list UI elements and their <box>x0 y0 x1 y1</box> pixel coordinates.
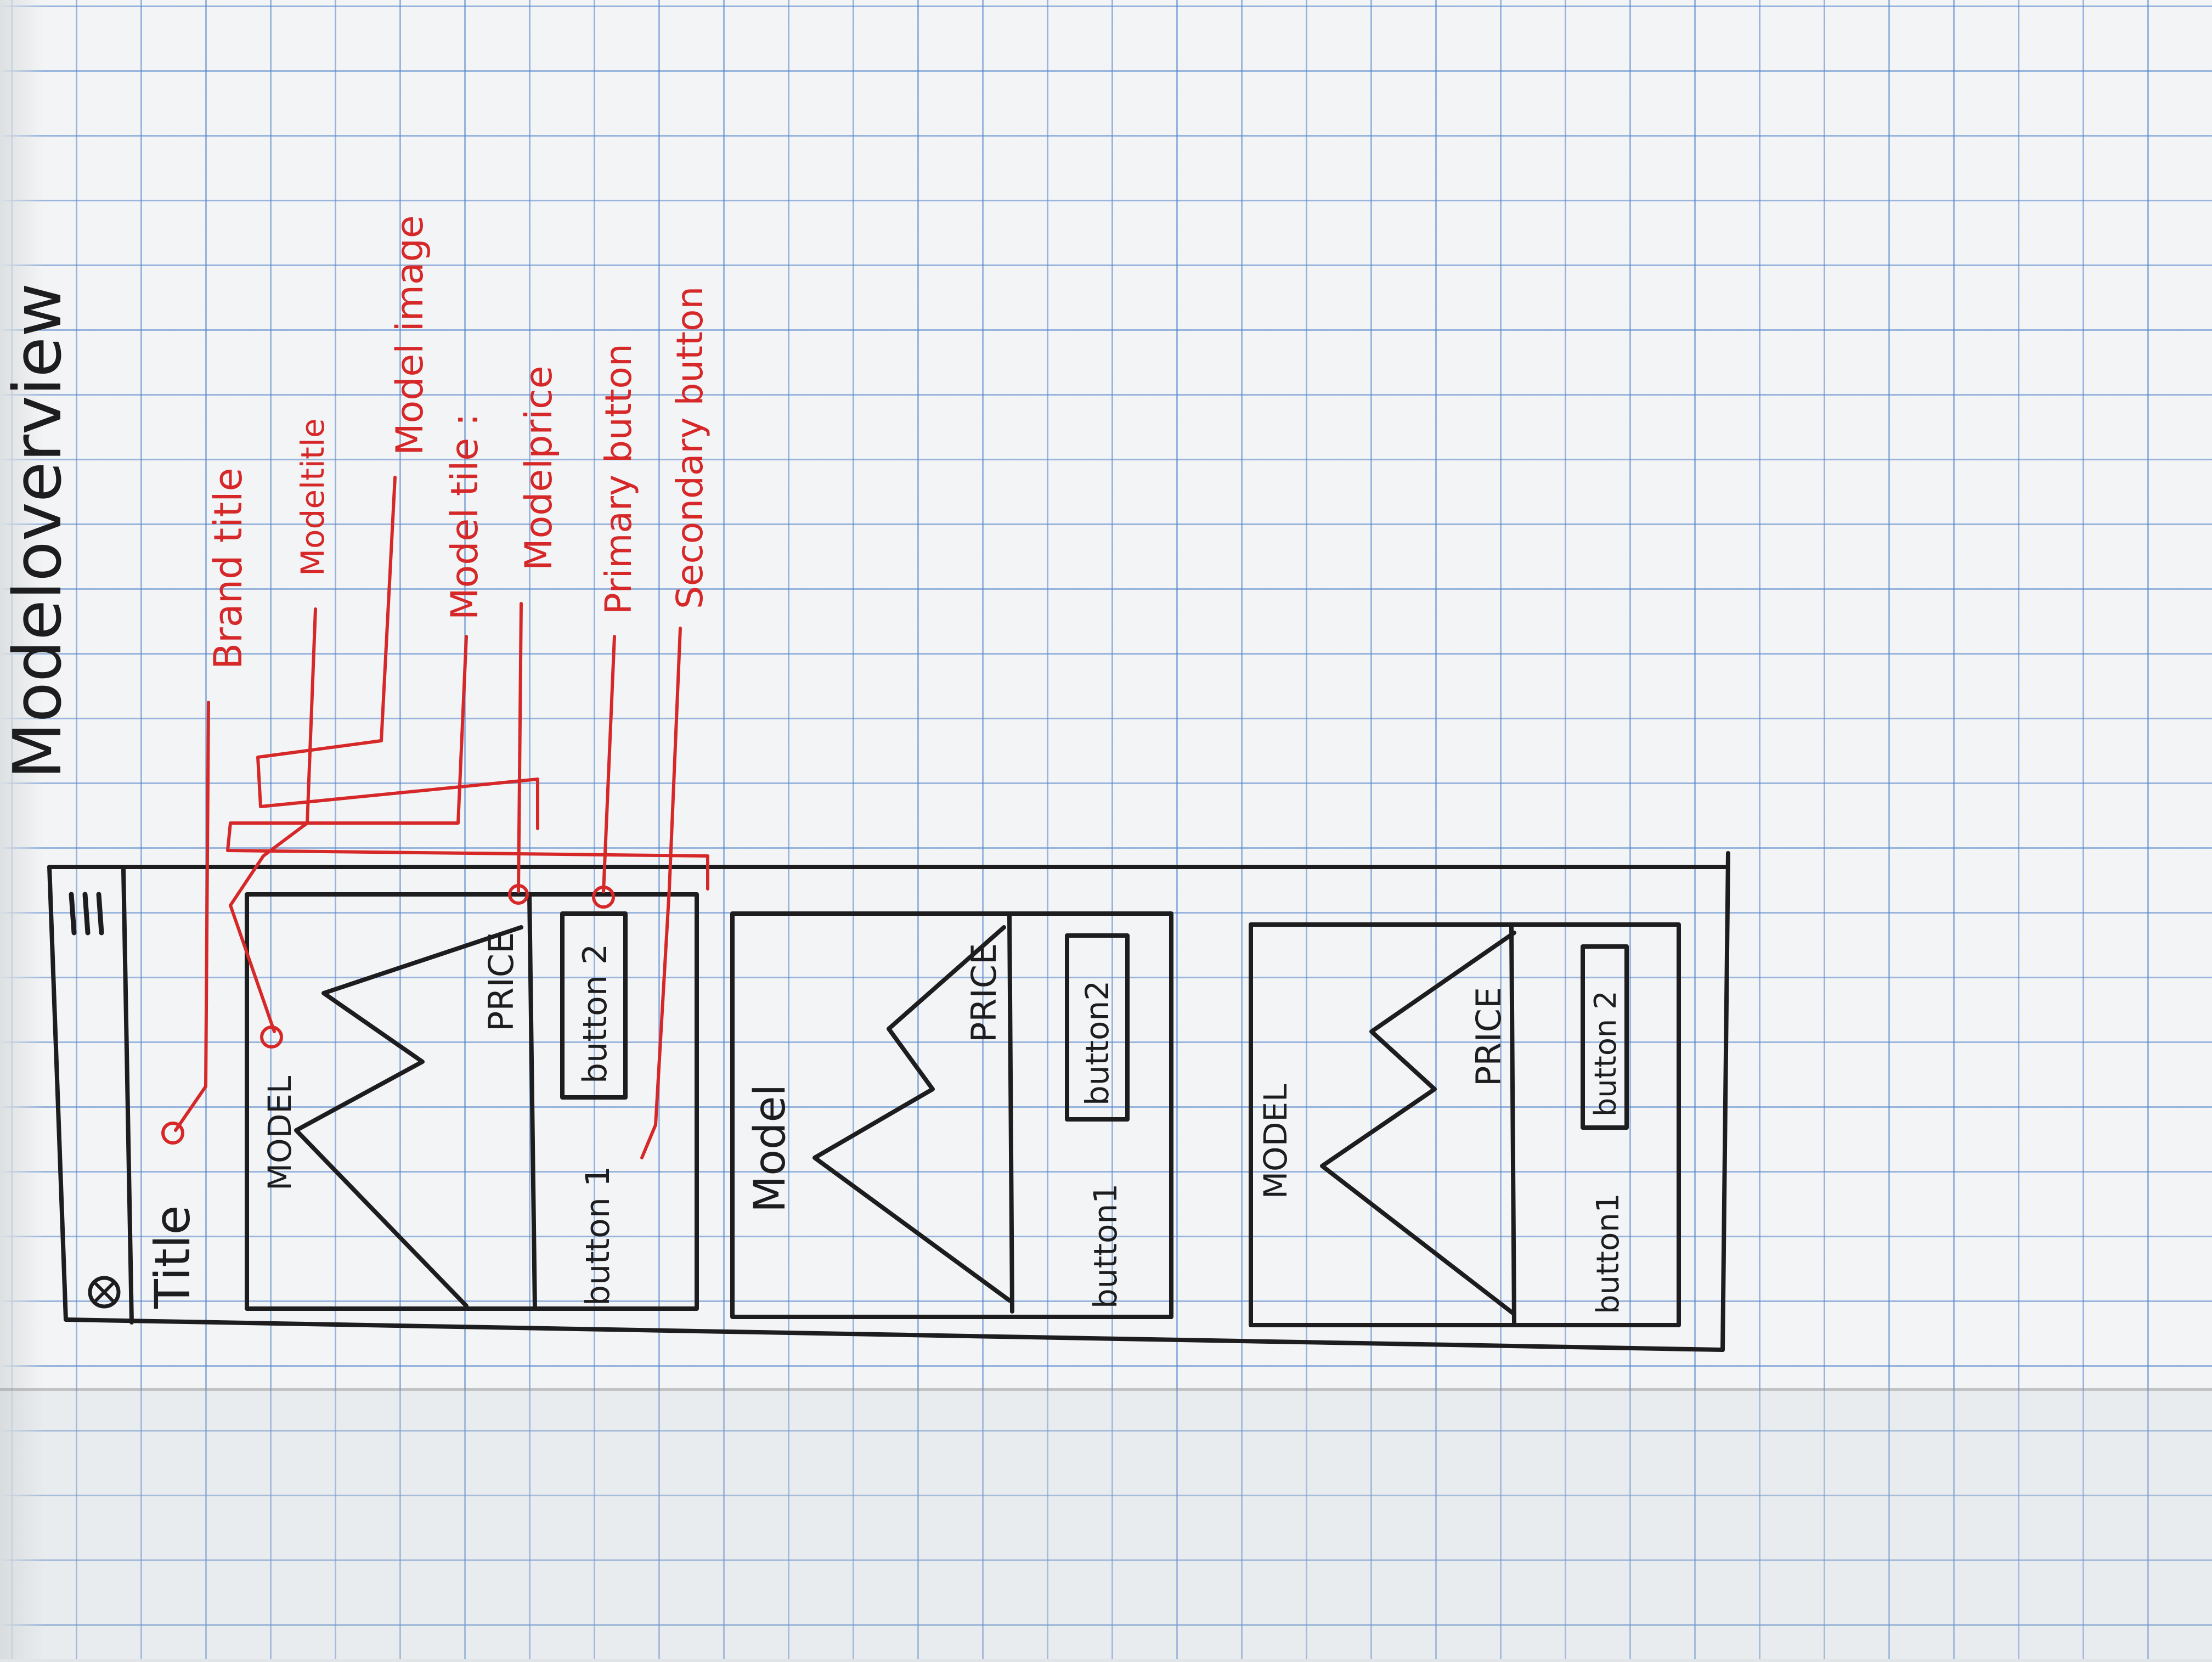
annotation-model-price: Modelprice <box>517 366 561 571</box>
card-3-primary-button[interactable]: button1 <box>1590 1193 1626 1314</box>
card-3-button2: button 2 <box>1588 990 1623 1117</box>
card-1-price: PRICE <box>481 932 521 1032</box>
annotation-leaders <box>161 476 709 1159</box>
annotation-primary-button: Primary button <box>597 343 640 615</box>
card-2-model: Model <box>746 1084 795 1213</box>
circle-x-icon <box>88 1276 121 1309</box>
app-title: Title <box>144 1205 201 1309</box>
card-1-button1: button 1 <box>579 1166 617 1306</box>
annotation-brand-title: Brand title <box>206 467 251 669</box>
card-1-model: MODEL <box>261 1076 298 1191</box>
menu-button[interactable] <box>69 892 104 936</box>
annotation-model-image: Model image <box>388 215 432 455</box>
card-3-price: PRICE <box>1469 987 1509 1086</box>
card-3-secondary-button[interactable]: button 2 <box>1581 944 1629 1130</box>
model-card-3[interactable] <box>1249 922 1681 1327</box>
card-1-secondary-button[interactable]: button 2 <box>560 911 628 1100</box>
card-3-button1: button1 <box>1590 1193 1626 1314</box>
model-card-1[interactable] <box>245 892 699 1311</box>
next-page <box>0 1388 2212 1662</box>
phone-frame <box>47 851 1730 1352</box>
card-2-primary-button[interactable]: button1 <box>1087 1184 1124 1309</box>
annotation-model-title: Modeltitle <box>294 418 331 576</box>
card-2-secondary-button[interactable]: button2 <box>1065 933 1130 1122</box>
card-2-button2: button2 <box>1079 981 1116 1106</box>
annotation-model-tile: Model tile : <box>443 413 487 620</box>
card-1-button2: button 2 <box>576 944 614 1084</box>
annotation-secondary-button: Secondary button <box>669 286 711 609</box>
card-1-primary-button[interactable]: button 1 <box>579 1166 617 1306</box>
card-2-price: PRICE <box>964 943 1004 1043</box>
model-card-2[interactable] <box>730 911 1173 1319</box>
card-2-button1: button1 <box>1087 1184 1124 1309</box>
card-3-model: MODEL <box>1257 1084 1294 1199</box>
page-shadow <box>0 0 44 1659</box>
sketch-title: Modeloverview <box>0 283 76 779</box>
